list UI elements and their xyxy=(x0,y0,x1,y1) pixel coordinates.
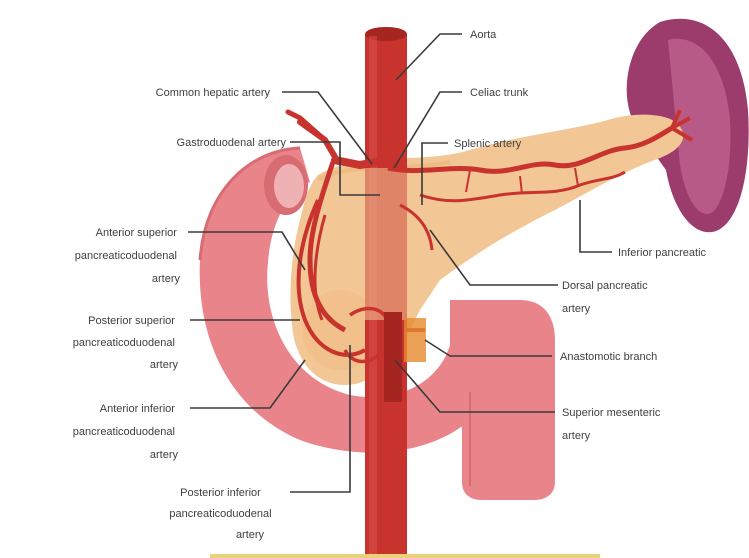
label-superior-mesenteric-artery: Superior mesenteric artery xyxy=(562,407,664,442)
label-inferior-pancreatic: Inferior pancreatic xyxy=(618,247,707,259)
label-aorta: Aorta xyxy=(470,29,497,41)
label-posterior-inferior-pd: Posterior inferior pancreaticoduodenal a… xyxy=(169,487,274,541)
label-anastomotic-branch: Anastomotic branch xyxy=(560,351,657,363)
label-gastroduodenal-artery: Gastroduodenal artery xyxy=(177,137,287,149)
label-splenic-artery: Splenic artery xyxy=(454,138,522,150)
label-common-hepatic-artery: Common hepatic artery xyxy=(156,87,271,99)
label-anterior-superior-pd: Anterior superior pancreaticoduodenal ar… xyxy=(75,227,181,285)
label-celiac-trunk: Celiac trunk xyxy=(470,87,529,99)
superior-mesenteric-vessel xyxy=(384,312,402,402)
label-anterior-inferior-pd: Anterior inferior pancreaticoduodenal ar… xyxy=(73,403,179,461)
bottom-accent-strip xyxy=(210,554,600,558)
label-posterior-superior-pd: Posterior superior pancreaticoduodenal a… xyxy=(73,315,179,371)
label-dorsal-pancreatic-artery: Dorsal pancreatic artery xyxy=(562,280,651,315)
